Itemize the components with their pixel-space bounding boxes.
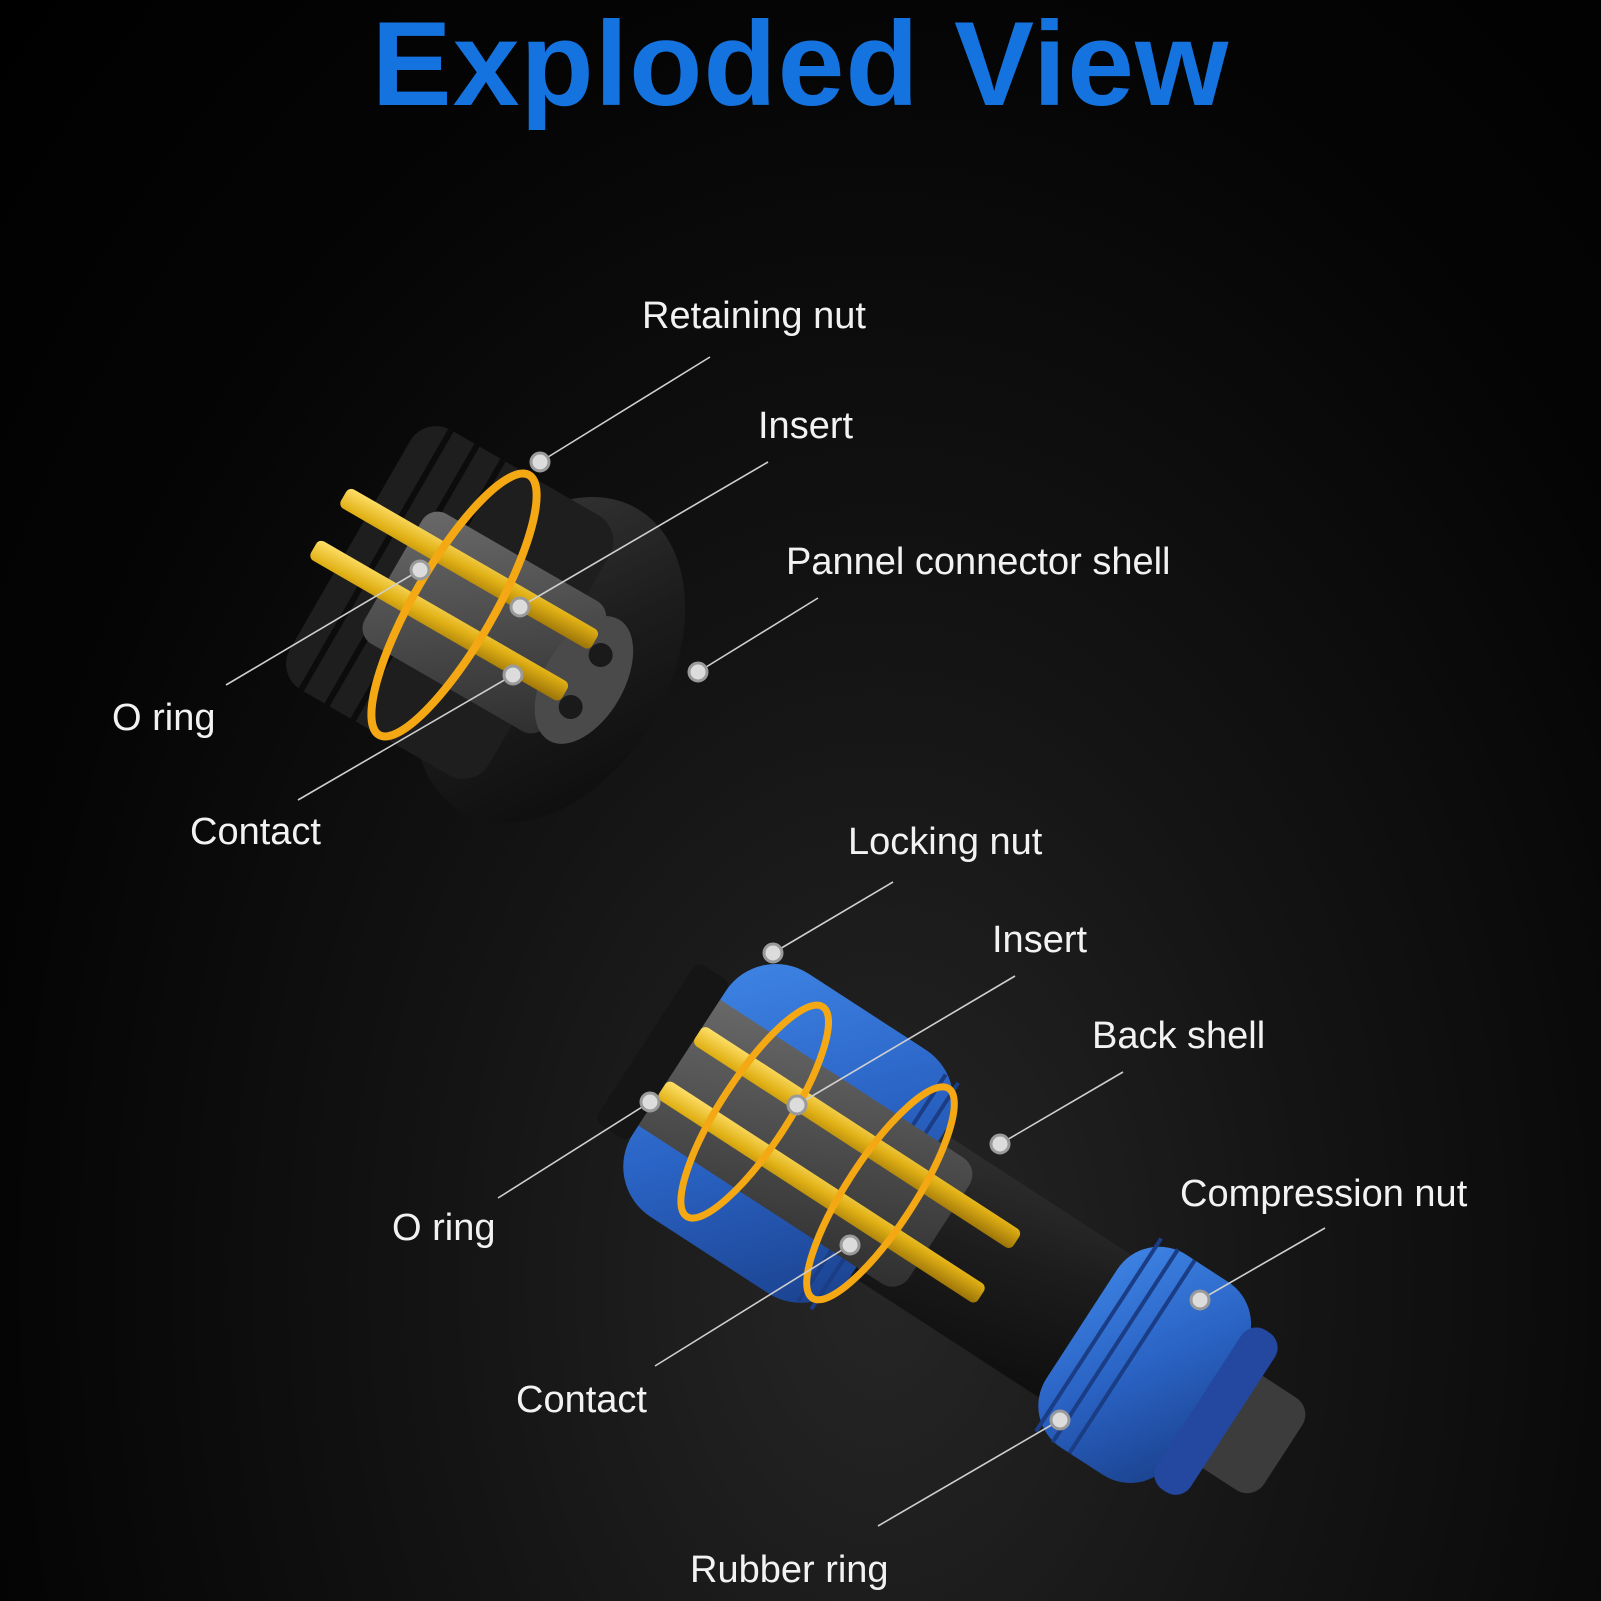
dot-cable-o-ring <box>639 1091 661 1113</box>
cable-insert <box>629 996 973 1287</box>
rubber-ring <box>1154 1327 1278 1495</box>
dot-compression-nut <box>1189 1289 1211 1311</box>
label-panel-o-ring: O ring <box>112 697 216 739</box>
cable-o-ring-1 <box>677 1001 833 1222</box>
label-rubber-ring: Rubber ring <box>690 1549 889 1591</box>
label-panel-shell: Pannel connector shell <box>786 541 1171 583</box>
label-back-shell: Back shell <box>1092 1015 1266 1057</box>
panel-contact-1 <box>340 488 599 649</box>
dot-panel-insert <box>509 596 531 618</box>
dot-locking-nut <box>762 942 784 964</box>
dot-panel-shell <box>687 661 709 683</box>
label-cable-o-ring: O ring <box>392 1207 496 1249</box>
label-retaining-nut: Retaining nut <box>642 295 866 337</box>
dot-cable-contact <box>839 1234 861 1256</box>
dot-rubber-ring <box>1049 1409 1071 1431</box>
cable-contact-2 <box>658 1081 985 1303</box>
dot-panel-o-ring <box>409 559 431 581</box>
dot-panel-contact <box>502 664 524 686</box>
callout-dots <box>409 451 1211 1431</box>
panel-o-ring <box>367 469 541 741</box>
dot-retaining-nut <box>529 451 551 473</box>
cable-contact-1 <box>694 1027 1021 1248</box>
page-title: Exploded View <box>371 0 1230 131</box>
label-locking-nut: Locking nut <box>848 821 1043 863</box>
label-panel-insert: Insert <box>758 405 854 447</box>
label-cable-insert: Insert <box>992 919 1088 961</box>
label-cable-contact: Contact <box>516 1379 647 1421</box>
dot-back-shell <box>989 1133 1011 1155</box>
panel-contact-2 <box>310 540 569 701</box>
dot-cable-insert <box>786 1094 808 1116</box>
leader-lines <box>225 356 1326 1527</box>
cable-o-ring-2 <box>803 1083 958 1304</box>
label-compression-nut: Compression nut <box>1180 1173 1468 1215</box>
label-panel-contact: Contact <box>190 811 321 853</box>
panel-connector <box>286 426 686 823</box>
